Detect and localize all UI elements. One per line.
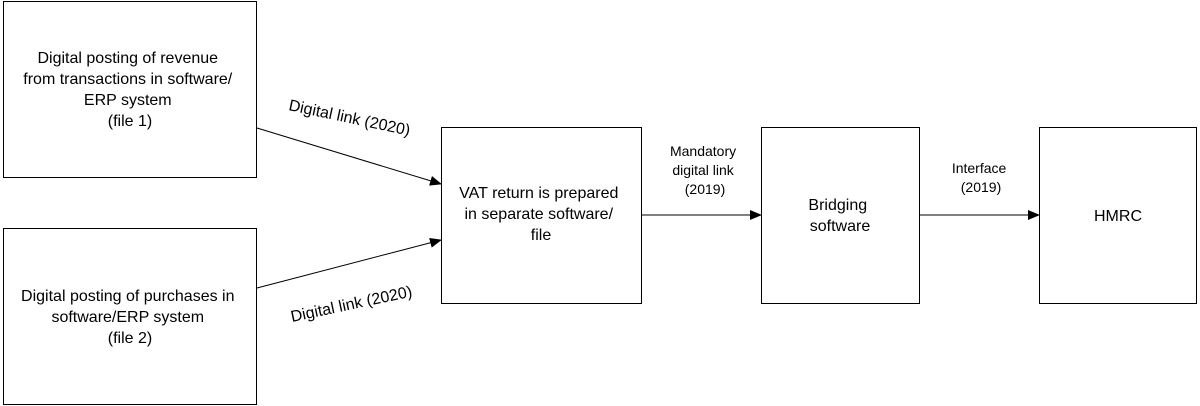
node-hmrc-text: HMRC xyxy=(1094,208,1142,225)
node-bridging-software: Bridging software xyxy=(761,127,920,304)
node-revenue-file-box xyxy=(3,1,257,178)
node-purchases-file: Digital posting of purchases in software… xyxy=(3,228,257,405)
edge-revenue-to-vat-arrow xyxy=(256,127,442,186)
edge-purchases-to-vat-label: Digital link (2020) xyxy=(289,284,413,326)
node-vat-return-line-2: in separate software/ xyxy=(465,206,614,223)
node-revenue-file-line-1: Digital posting of revenue xyxy=(37,50,218,67)
edge-vat-to-bridging-line-3: (2019) xyxy=(685,181,725,197)
edge-purchases-to-vat: Digital link (2020) xyxy=(256,237,442,326)
node-revenue-file-line-3: ERP system xyxy=(84,92,172,109)
node-vat-return-line-1: VAT return is prepared xyxy=(459,185,618,202)
node-revenue-file-line-4: (file 1) xyxy=(108,113,152,130)
node-bridging-software-box xyxy=(761,127,920,304)
node-vat-return: VAT return is prepared in separate softw… xyxy=(441,127,642,304)
node-hmrc-box xyxy=(1039,127,1197,304)
node-vat-return-box xyxy=(441,127,642,304)
node-bridging-software-line-1: Bridging xyxy=(808,197,867,214)
node-hmrc: HMRC xyxy=(1039,127,1197,304)
node-purchases-file-line-3: (file 2) xyxy=(108,330,152,347)
node-hmrc-line-1: HMRC xyxy=(1094,208,1142,225)
edge-purchases-to-vat-arrow xyxy=(256,237,442,289)
edge-vat-to-bridging: Mandatory digital link (2019) xyxy=(642,143,762,220)
node-bridging-software-line-2: software xyxy=(810,218,871,235)
node-revenue-file-text: Digital posting of revenue from transact… xyxy=(23,50,236,130)
edge-revenue-to-vat: Digital link (2020) xyxy=(256,97,442,186)
node-revenue-file-line-2: from transactions in software/ xyxy=(23,71,233,88)
node-bridging-software-text: Bridging software xyxy=(808,197,871,235)
edge-vat-to-bridging-line-1: Mandatory xyxy=(670,143,736,159)
edge-revenue-to-vat-label: Digital link (2020) xyxy=(287,97,411,139)
node-purchases-file-box xyxy=(3,228,257,405)
node-purchases-file-text: Digital posting of purchases in software… xyxy=(21,288,239,347)
node-vat-return-text: VAT return is prepared in separate softw… xyxy=(459,185,623,244)
edge-vat-to-bridging-text: Mandatory digital link (2019) xyxy=(670,143,740,197)
edge-bridging-to-hmrc: Interface (2019) xyxy=(920,160,1040,220)
edge-bridging-to-hmrc-line-2: (2019) xyxy=(961,179,1001,195)
node-vat-return-line-3: file xyxy=(531,227,552,244)
edge-vat-to-bridging-line-2: digital link xyxy=(672,162,734,178)
node-purchases-file-line-2: software/ERP system xyxy=(51,309,204,326)
node-purchases-file-line-1: Digital posting of purchases in xyxy=(21,288,234,305)
node-revenue-file: Digital posting of revenue from transact… xyxy=(3,1,257,178)
edge-bridging-to-hmrc-line-1: Interface xyxy=(952,160,1007,176)
edge-bridging-to-hmrc-text: Interface (2019) xyxy=(952,160,1010,195)
